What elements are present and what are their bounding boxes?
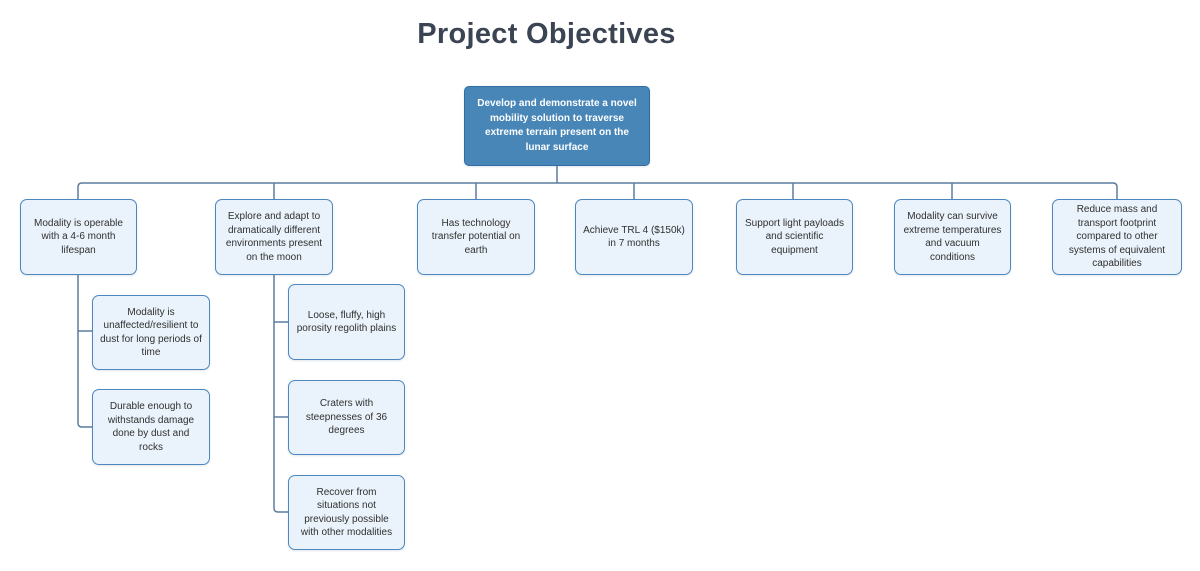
tree-node-dust-resilient[interactable]: Modality is unaffected/resilient to dust… bbox=[92, 295, 210, 370]
connector-group2-spine bbox=[273, 275, 288, 513]
tree-node-lifespan[interactable]: Modality is operable with a 4-6 month li… bbox=[20, 199, 137, 275]
page-title: Project Objectives bbox=[417, 18, 676, 50]
tree-node-temperatures[interactable]: Modality can survive extreme temperature… bbox=[894, 199, 1011, 275]
tree-node-tech-transfer[interactable]: Has technology transfer potential on ear… bbox=[417, 199, 535, 275]
tree-node-environments[interactable]: Explore and adapt to dramatically differ… bbox=[215, 199, 333, 275]
tree-node-craters[interactable]: Craters with steepnesses of 36 degrees bbox=[288, 380, 405, 455]
connector-bus bbox=[77, 182, 1118, 199]
tree-node-mass-footprint[interactable]: Reduce mass and transport footprint comp… bbox=[1052, 199, 1182, 275]
tree-node-root[interactable]: Develop and demonstrate a novel mobility… bbox=[464, 86, 650, 166]
tree-node-regolith-plains[interactable]: Loose, fluffy, high porosity regolith pl… bbox=[288, 284, 405, 360]
tree-node-payloads[interactable]: Support light payloads and scientific eq… bbox=[736, 199, 853, 275]
tree-node-durable[interactable]: Durable enough to withstands damage done… bbox=[92, 389, 210, 465]
tree-node-recover[interactable]: Recover from situations not previously p… bbox=[288, 475, 405, 550]
connector-group1-spine bbox=[77, 275, 92, 428]
tree-node-trl4[interactable]: Achieve TRL 4 ($150k) in 7 months bbox=[575, 199, 693, 275]
